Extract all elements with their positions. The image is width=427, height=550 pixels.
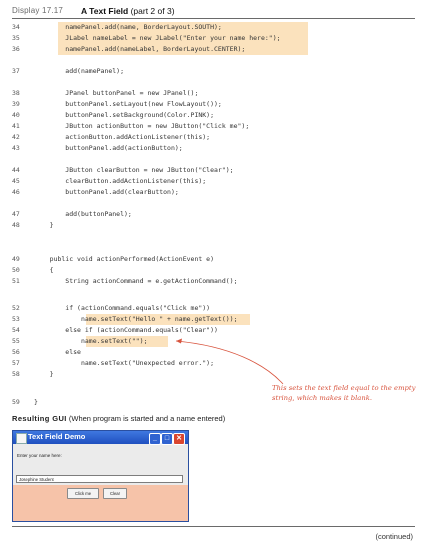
line-number: 55 <box>12 337 20 345</box>
line-number: 42 <box>12 133 20 141</box>
code-text: clearButton.addActionListener(this); <box>34 177 207 185</box>
line-number: 56 <box>12 348 20 356</box>
code-text: else if (actionCommand.equals("Clear")) <box>34 326 218 334</box>
display-title-part: (part 2 of 3) <box>128 5 175 16</box>
line-number: 44 <box>12 166 20 174</box>
line-number: 58 <box>12 370 20 378</box>
code-text: namePanel.add(name, BorderLayout.SOUTH); <box>34 23 222 31</box>
line-number: 38 <box>12 89 20 97</box>
line-number: 43 <box>12 144 20 152</box>
line-number: 47 <box>12 210 20 218</box>
code-text: name.setText(""); <box>34 337 148 345</box>
line-number: 50 <box>12 266 20 274</box>
code-text: String actionCommand = e.getActionComman… <box>34 277 238 285</box>
code-highlight-line-53 <box>86 314 250 325</box>
code-text: buttonPanel.add(actionButton); <box>34 144 183 152</box>
resulting-gui-note: (When program is started and a name ente… <box>66 414 226 423</box>
click-me-button[interactable]: Click me <box>67 488 99 499</box>
close-icon[interactable]: ✕ <box>173 432 185 445</box>
resulting-gui-label: Resulting GUI <box>12 414 67 423</box>
resulting-gui-caption: Resulting GUI (When program is started a… <box>12 414 225 423</box>
code-text: namePanel.add(nameLabel, BorderLayout.CE… <box>34 45 246 53</box>
code-text: JPanel buttonPanel = new JPanel(); <box>34 89 199 97</box>
line-number: 51 <box>12 277 20 285</box>
line-number: 59 <box>12 398 20 406</box>
line-number: 36 <box>12 45 20 53</box>
code-text: } <box>34 221 54 229</box>
app-icon <box>16 433 27 444</box>
code-text: buttonPanel.setLayout(new FlowLayout()); <box>34 100 222 108</box>
code-text: JButton clearButton = new JButton("Clear… <box>34 166 234 174</box>
code-text: if (actionCommand.equals("Click me")) <box>34 304 211 312</box>
annotation-note: This sets the text field equal to the em… <box>272 384 416 402</box>
window-title: Text Field Demo <box>28 432 86 441</box>
line-number: 40 <box>12 111 20 119</box>
code-highlight-block <box>58 22 308 55</box>
display-title-bold: A Text Field <box>81 5 129 16</box>
button-panel: Click me Clear <box>13 485 188 521</box>
code-text: else <box>34 348 81 356</box>
line-number: 34 <box>12 23 20 31</box>
code-text: public void actionPerformed(ActionEvent … <box>34 255 215 263</box>
code-text: } <box>34 398 38 406</box>
line-number: 41 <box>12 122 20 130</box>
line-number: 37 <box>12 67 20 75</box>
code-text: add(namePanel); <box>34 67 125 75</box>
code-text: actionButton.addActionListener(this); <box>34 133 211 141</box>
line-number: 46 <box>12 188 20 196</box>
code-text: JLabel nameLabel = new JLabel("Enter you… <box>34 34 281 42</box>
code-text: { <box>34 266 54 274</box>
line-number: 53 <box>12 315 20 323</box>
display-title: A Text Field (part 2 of 3) <box>81 6 175 16</box>
line-number: 39 <box>12 100 20 108</box>
display-number: Display 17.17 <box>12 6 64 15</box>
clear-button[interactable]: Clear <box>103 488 127 499</box>
code-text: JButton actionButton = new JButton("Clic… <box>34 122 250 130</box>
footer-rule <box>12 526 415 527</box>
line-number: 52 <box>12 304 20 312</box>
line-number: 45 <box>12 177 20 185</box>
code-text: name.setText("Unexpected error."); <box>34 359 215 367</box>
line-number: 49 <box>12 255 20 263</box>
code-text: } <box>34 370 54 378</box>
code-text: name.setText("Hello " + name.getText()); <box>34 315 238 323</box>
gui-window: Text Field Demo _ □ ✕ Enter your name he… <box>12 430 189 522</box>
code-text: add(buttonPanel); <box>34 210 132 218</box>
name-label: Enter your name here: <box>17 453 62 458</box>
code-highlight-line-55 <box>86 336 168 347</box>
line-number: 57 <box>12 359 20 367</box>
line-number: 48 <box>12 221 20 229</box>
display-header: Display 17.17 A Text Field (part 2 of 3) <box>12 4 415 19</box>
minimize-icon[interactable]: _ <box>149 432 161 445</box>
continued-note: (continued) <box>375 532 413 541</box>
code-text: buttonPanel.add(clearButton); <box>34 188 179 196</box>
code-text: buttonPanel.setBackground(Color.PINK); <box>34 111 215 119</box>
line-number: 54 <box>12 326 20 334</box>
maximize-icon[interactable]: □ <box>161 432 173 445</box>
window-titlebar[interactable]: Text Field Demo _ □ ✕ <box>13 431 188 445</box>
line-number: 35 <box>12 34 20 42</box>
name-text-field[interactable]: Josephine Student <box>16 475 183 483</box>
